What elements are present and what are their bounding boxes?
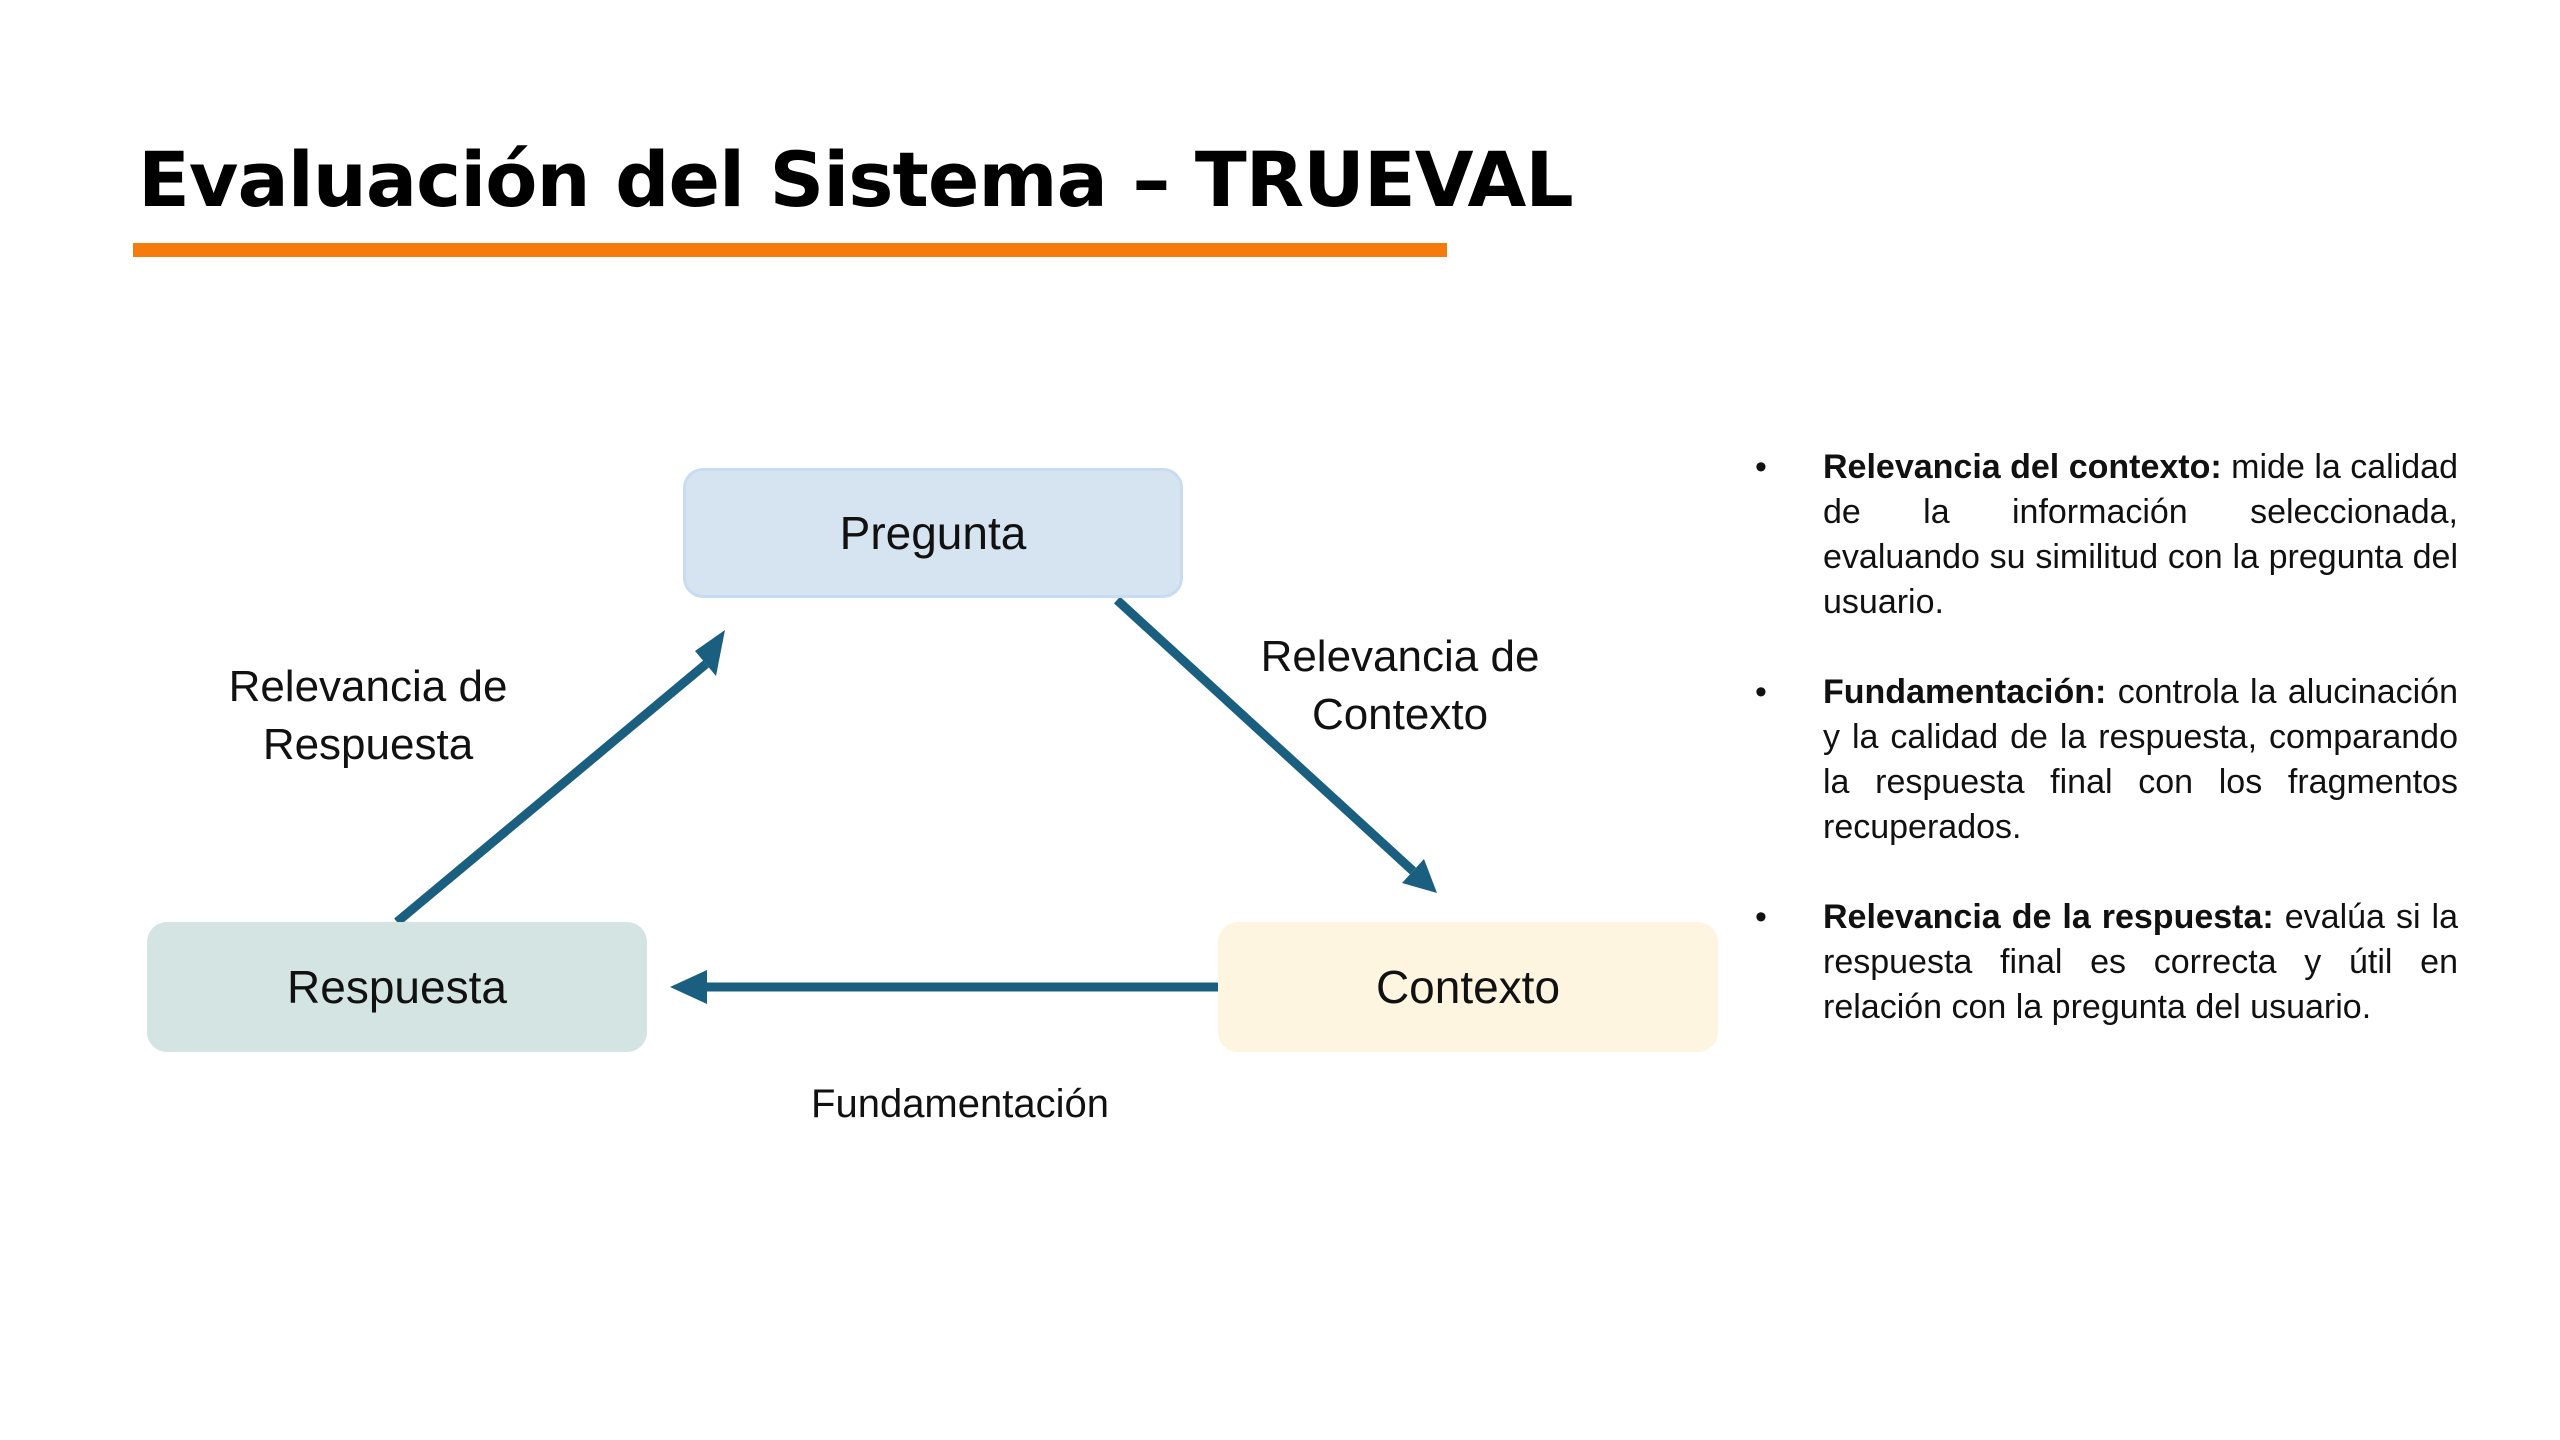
edge-label-line: Contexto <box>1311 690 1489 739</box>
bullet-term: Relevancia de la respuesta: <box>1823 898 2274 936</box>
bullet-marker: • <box>1755 448 1767 486</box>
edge-label-line: Respuesta <box>262 720 474 769</box>
bullet-marker: • <box>1755 673 1767 711</box>
bullet-text: mide la calidad de la información selecc… <box>1823 448 2458 621</box>
arrowhead-respuesta-to-pregunta <box>695 630 725 676</box>
node-respuesta-label: Respuesta <box>287 961 507 1013</box>
edge-label-relevancia-contexto: Relevancia de Contexto <box>1220 628 1580 744</box>
bullet-item: • Relevancia del contexto: mide la calid… <box>1755 445 2458 625</box>
arrowhead-pregunta-to-contexto <box>1402 859 1437 893</box>
node-pregunta-label: Pregunta <box>839 507 1027 559</box>
node-contexto-label: Contexto <box>1375 961 1561 1013</box>
arrowhead-contexto-to-respuesta <box>670 970 707 1004</box>
edge-label-fundamentacion: Fundamentación <box>811 1082 1109 1126</box>
bullet-text: evalúa si la respuesta final es correcta… <box>1823 898 2458 1026</box>
edge-label-relevancia-respuesta: Relevancia de Respuesta <box>188 658 548 774</box>
bullet-text: controla la alucinación y la calidad de … <box>1823 673 2458 846</box>
title-underline <box>133 243 1447 257</box>
arrow-respuesta-to-pregunta <box>394 660 709 926</box>
bullet-item: • Relevancia de la respuesta: evalúa si … <box>1755 895 2458 1030</box>
bullet-marker: • <box>1755 898 1767 936</box>
node-contexto: Contexto <box>1218 922 1718 1052</box>
bullet-term: Relevancia del contexto: <box>1823 448 2222 486</box>
bullet-list: • Relevancia del contexto: mide la calid… <box>1755 445 2458 1075</box>
bullet-term: Fundamentación: <box>1823 673 2107 711</box>
bullet-item: • Fundamentación: controla la alucinació… <box>1755 670 2458 850</box>
edge-label-line: Relevancia de <box>1260 632 1540 681</box>
edge-label-line: Relevancia de <box>228 662 508 711</box>
node-respuesta: Respuesta <box>147 922 647 1052</box>
slide-title: Evaluación del Sistema – TRUEVAL <box>138 135 1574 224</box>
arrow-pregunta-to-contexto <box>1113 596 1417 875</box>
node-pregunta: Pregunta <box>683 468 1183 598</box>
